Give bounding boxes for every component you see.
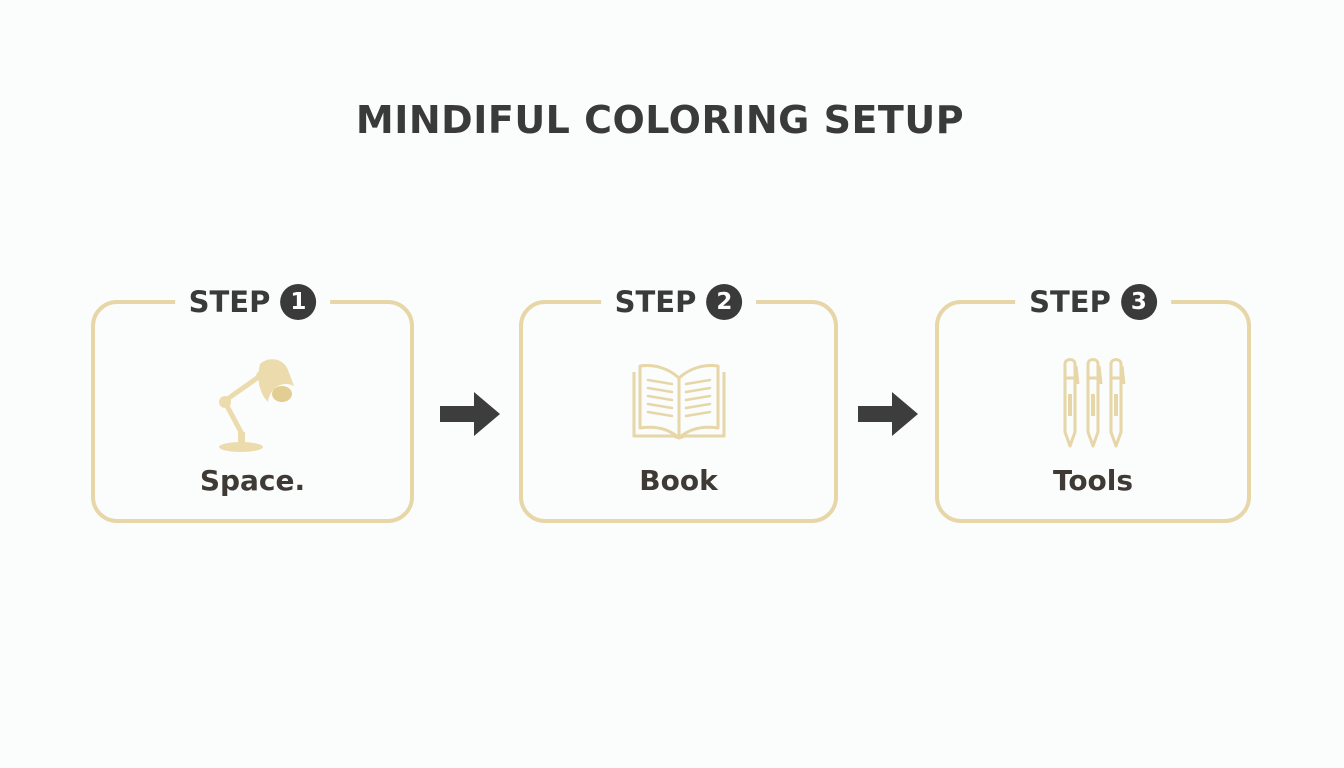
step-3-header: STEP 3	[1015, 280, 1171, 324]
step-1-header: STEP 1	[174, 280, 331, 324]
arrow-right-icon	[440, 392, 500, 436]
diagram-title: MINDIFUL COLORING SETUP	[355, 98, 965, 142]
step-1-card: STEP 1 Space.	[91, 280, 414, 523]
pens-icon	[1038, 354, 1148, 454]
step-2-label: Book	[639, 464, 718, 497]
step-1-word: STEP	[188, 285, 271, 319]
step-2-word: STEP	[614, 285, 697, 319]
step-2-card: STEP 2	[519, 280, 838, 523]
step-1-label: Space.	[199, 464, 306, 497]
step-3-word: STEP	[1029, 285, 1111, 319]
arrow-right-icon	[858, 392, 918, 436]
desk-lamp-icon	[198, 354, 308, 454]
step-2-number-badge: 2	[706, 284, 743, 320]
step-3-label: Tools	[1052, 464, 1134, 497]
step-3-card: STEP 3	[935, 280, 1251, 523]
step-2-header: STEP 2	[600, 280, 757, 324]
step-3-number-badge: 3	[1120, 284, 1157, 320]
open-book-icon	[624, 354, 734, 454]
step-1-number-badge: 1	[280, 284, 317, 320]
